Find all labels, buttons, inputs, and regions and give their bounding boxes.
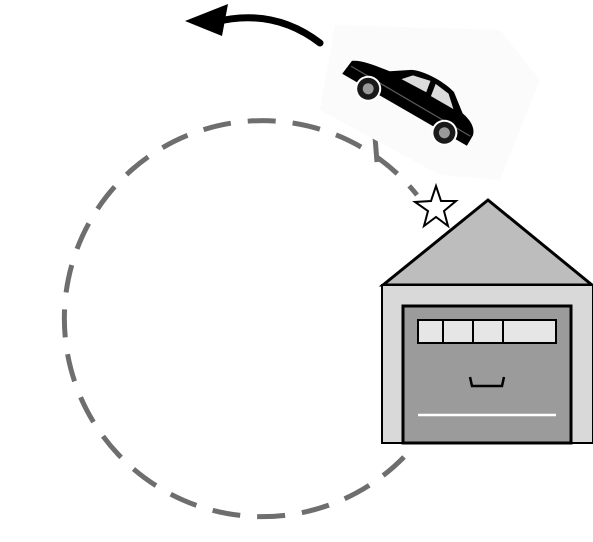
garage-icon (382, 200, 593, 443)
garage-roof (383, 200, 592, 285)
direction-arrow-icon (185, 4, 320, 43)
star-icon (415, 186, 456, 226)
garage-door-windows (418, 320, 556, 343)
dashed-circular-path (64, 121, 417, 517)
